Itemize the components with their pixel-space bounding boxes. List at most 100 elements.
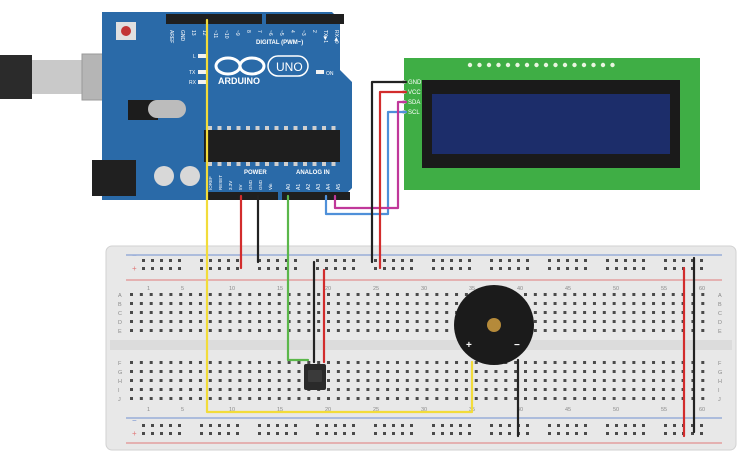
piezo-buzzer[interactable]: + − bbox=[454, 285, 534, 365]
breadboard-hole[interactable] bbox=[238, 397, 242, 400]
rail-hole[interactable] bbox=[633, 259, 636, 262]
rail-hole[interactable] bbox=[548, 267, 551, 270]
breadboard-hole[interactable] bbox=[159, 311, 163, 314]
rail-hole[interactable] bbox=[334, 432, 337, 435]
breadboard-hole[interactable] bbox=[484, 370, 488, 373]
breadboard-hole[interactable] bbox=[602, 293, 606, 296]
breadboard-hole[interactable] bbox=[612, 329, 616, 332]
rail-hole[interactable] bbox=[160, 259, 163, 262]
breadboard-hole[interactable] bbox=[592, 302, 596, 305]
breadboard-hole[interactable] bbox=[267, 397, 271, 400]
breadboard-hole[interactable] bbox=[248, 379, 252, 382]
breadboard-hole[interactable] bbox=[346, 388, 350, 391]
breadboard-hole[interactable] bbox=[307, 397, 311, 400]
breadboard-hole[interactable] bbox=[366, 311, 370, 314]
breadboard-hole[interactable] bbox=[336, 361, 340, 364]
rail-hole[interactable] bbox=[624, 424, 627, 427]
breadboard-hole[interactable] bbox=[169, 397, 173, 400]
breadboard-hole[interactable] bbox=[464, 370, 468, 373]
breadboard-hole[interactable] bbox=[612, 361, 616, 364]
breadboard-hole[interactable] bbox=[356, 361, 360, 364]
rail-hole[interactable] bbox=[490, 424, 493, 427]
breadboard-hole[interactable] bbox=[130, 293, 133, 296]
breadboard-hole[interactable] bbox=[592, 397, 596, 400]
breadboard-hole[interactable] bbox=[671, 320, 675, 323]
breadboard-hole[interactable] bbox=[543, 379, 547, 382]
breadboard-hole[interactable] bbox=[258, 311, 262, 314]
breadboard-hole[interactable] bbox=[445, 311, 449, 314]
breadboard-hole[interactable] bbox=[307, 361, 311, 364]
breadboard-hole[interactable] bbox=[179, 293, 183, 296]
breadboard-hole[interactable] bbox=[592, 320, 596, 323]
rail-hole[interactable] bbox=[285, 267, 288, 270]
breadboard-hole[interactable] bbox=[524, 388, 527, 391]
rail-hole[interactable] bbox=[700, 259, 703, 262]
rail-hole[interactable] bbox=[383, 432, 386, 435]
breadboard-hole[interactable] bbox=[524, 379, 527, 382]
rail-hole[interactable] bbox=[276, 432, 279, 435]
breadboard-hole[interactable] bbox=[208, 293, 212, 296]
breadboard-hole[interactable] bbox=[159, 379, 163, 382]
rail-hole[interactable] bbox=[178, 259, 181, 262]
breadboard-hole[interactable] bbox=[356, 397, 360, 400]
rail-hole[interactable] bbox=[700, 267, 703, 270]
breadboard-hole[interactable] bbox=[258, 370, 262, 373]
breadboard-hole[interactable] bbox=[218, 302, 222, 305]
breadboard-hole[interactable] bbox=[346, 397, 350, 400]
rail-hole[interactable] bbox=[316, 267, 319, 270]
rail-hole[interactable] bbox=[276, 424, 279, 427]
breadboard-hole[interactable] bbox=[130, 397, 133, 400]
breadboard-hole[interactable] bbox=[267, 302, 271, 305]
breadboard-hole[interactable] bbox=[218, 329, 222, 332]
breadboard-hole[interactable] bbox=[198, 311, 202, 314]
breadboard-hole[interactable] bbox=[130, 311, 133, 314]
breadboard-hole[interactable] bbox=[149, 329, 153, 332]
breadboard-hole[interactable] bbox=[464, 397, 468, 400]
breadboard-hole[interactable] bbox=[573, 370, 577, 373]
breadboard-hole[interactable] bbox=[455, 302, 459, 305]
breadboard-hole[interactable] bbox=[130, 329, 133, 332]
breadboard-hole[interactable] bbox=[612, 379, 616, 382]
breadboard-hole[interactable] bbox=[376, 293, 380, 296]
breadboard-hole[interactable] bbox=[277, 311, 281, 314]
breadboard-hole[interactable] bbox=[602, 361, 606, 364]
breadboard-hole[interactable] bbox=[386, 311, 390, 314]
breadboard-hole[interactable] bbox=[661, 379, 665, 382]
breadboard-hole[interactable] bbox=[415, 302, 419, 305]
rail-hole[interactable] bbox=[450, 267, 453, 270]
breadboard-hole[interactable] bbox=[386, 361, 390, 364]
breadboard-hole[interactable] bbox=[189, 361, 193, 364]
breadboard-hole[interactable] bbox=[661, 293, 665, 296]
rail-hole[interactable] bbox=[606, 432, 609, 435]
breadboard-hole[interactable] bbox=[602, 379, 606, 382]
rail-hole[interactable] bbox=[642, 424, 645, 427]
breadboard-hole[interactable] bbox=[435, 302, 439, 305]
rail-hole[interactable] bbox=[178, 267, 181, 270]
breadboard-hole[interactable] bbox=[169, 302, 173, 305]
breadboard-hole[interactable] bbox=[415, 329, 419, 332]
breadboard-hole[interactable] bbox=[248, 388, 252, 391]
breadboard-hole[interactable] bbox=[435, 329, 439, 332]
breadboard-hole[interactable] bbox=[139, 320, 143, 323]
rail-hole[interactable] bbox=[615, 267, 618, 270]
rail-hole[interactable] bbox=[642, 267, 645, 270]
rail-hole[interactable] bbox=[606, 267, 609, 270]
breadboard-hole[interactable] bbox=[366, 320, 370, 323]
rail-hole[interactable] bbox=[633, 432, 636, 435]
breadboard-hole[interactable] bbox=[563, 320, 567, 323]
breadboard-hole[interactable] bbox=[149, 320, 153, 323]
breadboard-hole[interactable] bbox=[533, 379, 537, 382]
breadboard-hole[interactable] bbox=[287, 361, 291, 364]
rail-hole[interactable] bbox=[432, 432, 435, 435]
breadboard-hole[interactable] bbox=[218, 370, 222, 373]
breadboard-hole[interactable] bbox=[395, 293, 399, 296]
breadboard-hole[interactable] bbox=[455, 388, 459, 391]
breadboard-hole[interactable] bbox=[474, 397, 478, 400]
breadboard-hole[interactable] bbox=[287, 379, 291, 382]
breadboard-hole[interactable] bbox=[159, 320, 163, 323]
breadboard-hole[interactable] bbox=[632, 370, 636, 373]
rail-hole[interactable] bbox=[325, 267, 328, 270]
rail-hole[interactable] bbox=[178, 432, 181, 435]
breadboard-hole[interactable] bbox=[346, 320, 350, 323]
rail-hole[interactable] bbox=[575, 267, 578, 270]
